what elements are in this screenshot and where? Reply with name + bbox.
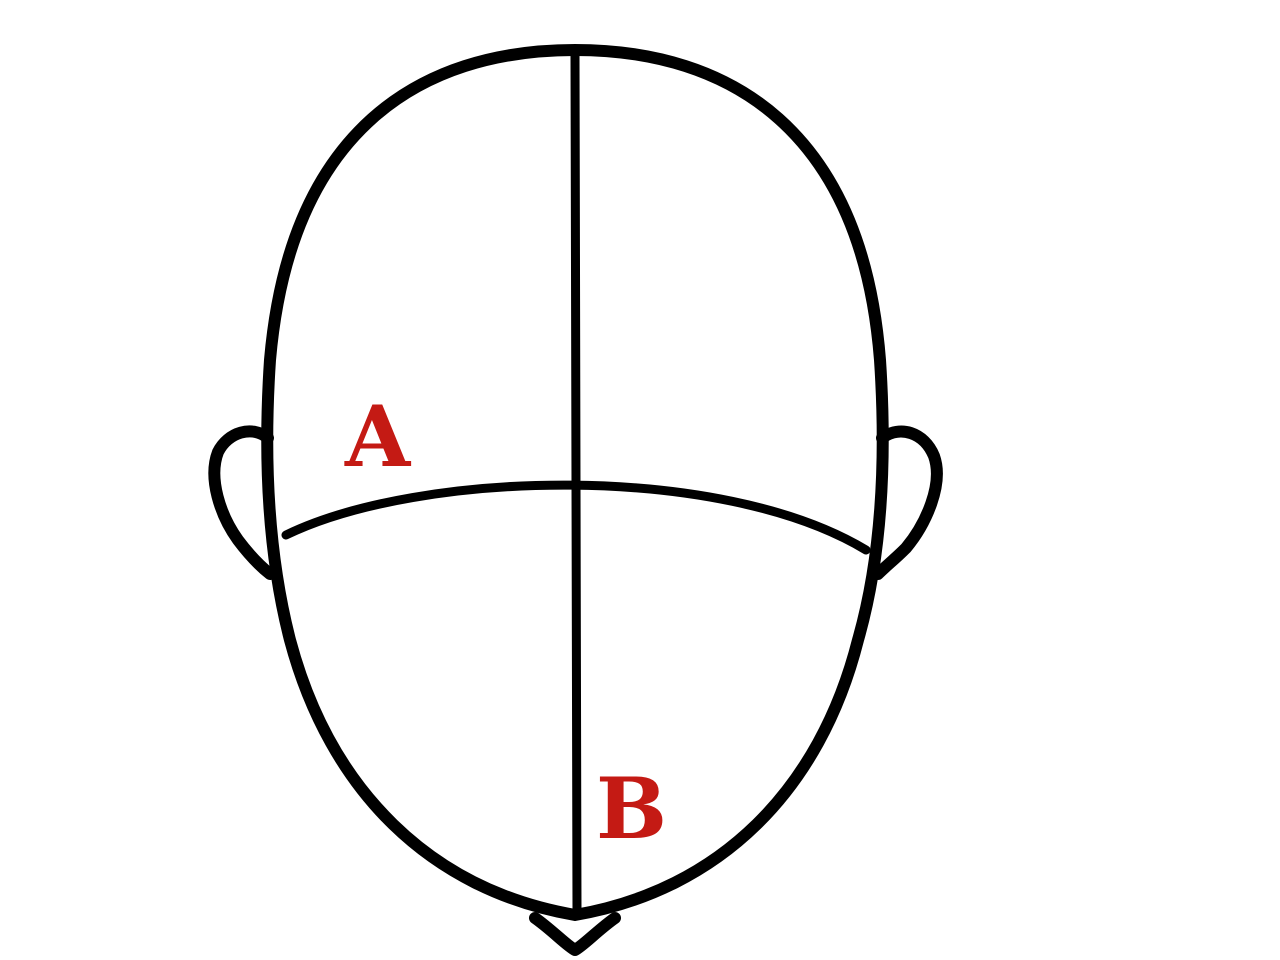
horizontal-eye-line <box>281 480 871 555</box>
right-ear <box>872 425 943 580</box>
label-b: B <box>596 759 667 858</box>
label-a: A <box>344 387 412 486</box>
left-ear <box>208 425 276 580</box>
chin-tip <box>529 912 621 956</box>
